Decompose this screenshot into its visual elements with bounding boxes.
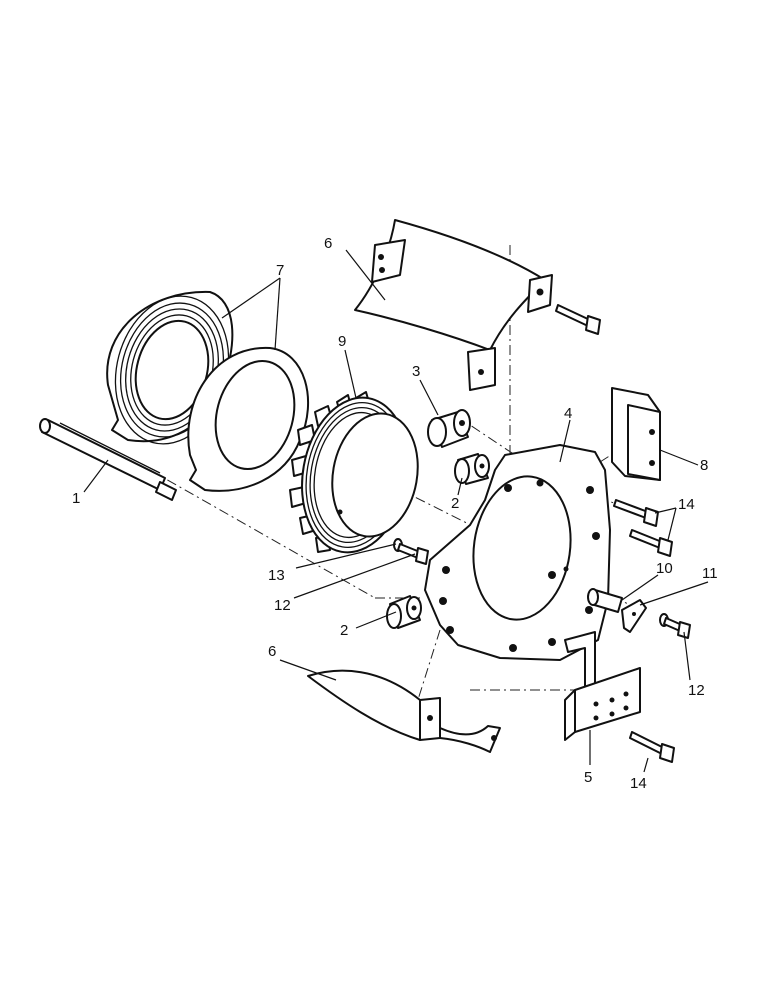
part-9-toothed-hub: [289, 391, 419, 554]
part-2-spacer-upper: [454, 453, 490, 485]
callout-2-upper: 2: [451, 495, 459, 512]
part-5-bracket: [564, 631, 641, 741]
callout-6-bottom: 6: [268, 643, 276, 660]
bolt-12-right: [659, 613, 691, 639]
bolt-guard-top: [555, 304, 601, 335]
callout-14-right: 14: [678, 496, 695, 513]
callout-12-right: 12: [688, 682, 705, 699]
part-1-shaft: [39, 418, 177, 501]
callouts: 1 7 9 6 3 2 4 8 14 13 12 10 11 2 6 12 5 …: [72, 235, 718, 792]
bolt-plate-lower: [629, 529, 673, 557]
callout-6-top: 6: [324, 235, 332, 252]
bolt-plate-upper: [613, 499, 659, 527]
part-11-clip: [621, 599, 647, 633]
part-8-block: [611, 387, 661, 481]
callout-12-center: 12: [274, 597, 291, 614]
part-6-guard-bottom: [307, 669, 501, 753]
bolt-12-center: [397, 543, 429, 565]
part-7-disc-front: [187, 346, 309, 492]
leader-lines: [83, 249, 709, 773]
callout-5: 5: [584, 769, 592, 786]
part-2-spacer-lower: [386, 595, 422, 629]
callout-1: 1: [72, 490, 80, 507]
callout-8: 8: [700, 457, 708, 474]
part-6-guard-top: [354, 219, 553, 391]
part-4-mounting-plate: [424, 444, 611, 661]
bolt-bracket: [629, 731, 675, 763]
callout-3: 3: [412, 363, 420, 380]
part-10-pin: [587, 588, 623, 613]
callout-2-lower: 2: [340, 622, 348, 639]
callout-7: 7: [276, 262, 284, 279]
callout-14-bottom: 14: [630, 775, 647, 792]
callout-13: 13: [268, 567, 285, 584]
callout-4: 4: [564, 405, 572, 422]
part-3-spacer: [427, 409, 471, 448]
callout-11: 11: [702, 565, 718, 582]
callout-9: 9: [338, 333, 346, 350]
callout-10: 10: [656, 560, 673, 577]
